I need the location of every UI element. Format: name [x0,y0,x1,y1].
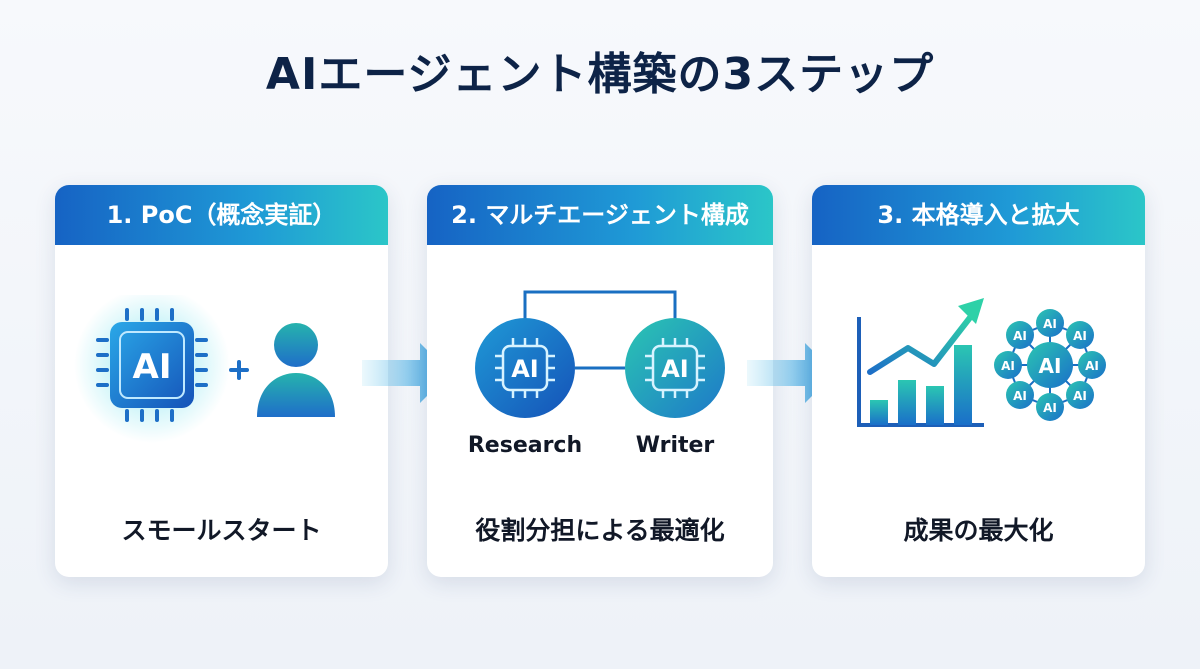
ai-node-icon [1066,381,1094,409]
ai-node-label: AI [1013,389,1027,403]
ai-node-label: AI [1073,389,1087,403]
ai-agent-research-icon: AI [475,318,575,418]
step-card-scale-up: 3. 本格導入と拡大 [812,185,1145,577]
chip-label: AI [511,355,539,383]
agent-label-writer: Writer [636,433,715,458]
ai-node-label: AI [1043,401,1057,415]
ai-node-label: AI [1073,329,1087,343]
step-caption: スモールスタート [121,516,322,545]
ai-agent-writer-icon: AI [625,318,725,418]
multi-agent-illustration: AI AI Research Writer [468,290,725,458]
network-center-label: AI [1039,354,1062,378]
agent-label-research: Research [468,433,582,458]
ai-node-label: AI [1085,359,1099,373]
ai-chip-icon: AI [74,295,230,443]
ai-node-icon [1036,309,1064,337]
ai-node-icon [1078,351,1106,379]
step-header: 2. マルチエージェント構成 [427,185,773,245]
step-caption: 役割分担による最適化 [475,516,725,545]
poc-illustration: AI [74,295,335,443]
ai-node-icon [1006,381,1034,409]
step-header: 3. 本格導入と拡大 [812,185,1145,245]
ai-node-label: AI [1043,317,1057,331]
ai-node-label: AI [1001,359,1015,373]
ai-node-icon [1006,321,1034,349]
ai-network-icon: AI AI AI AI AI AI AI AI AI [994,309,1106,421]
ai-node-icon [1066,321,1094,349]
growth-chart-icon [857,298,984,427]
plus-icon [229,360,249,380]
ai-node-icon [994,351,1022,379]
ai-node-label: AI [1013,329,1027,343]
chip-label: AI [661,355,689,383]
chip-label: AI [133,347,172,387]
step-card-poc: 1. PoC（概念実証） AI [55,185,388,577]
step-card-multi-agent: 2. マルチエージェント構成 AI [427,185,773,577]
ai-node-icon [1036,393,1064,421]
page-title: AIエージェント構築の3ステップ [265,49,935,100]
step-caption: 成果の最大化 [903,516,1054,545]
step-header: 1. PoC（概念実証） [55,185,388,245]
scale-up-illustration: AI AI AI AI AI AI AI AI AI [857,298,1106,427]
person-icon [257,323,335,417]
